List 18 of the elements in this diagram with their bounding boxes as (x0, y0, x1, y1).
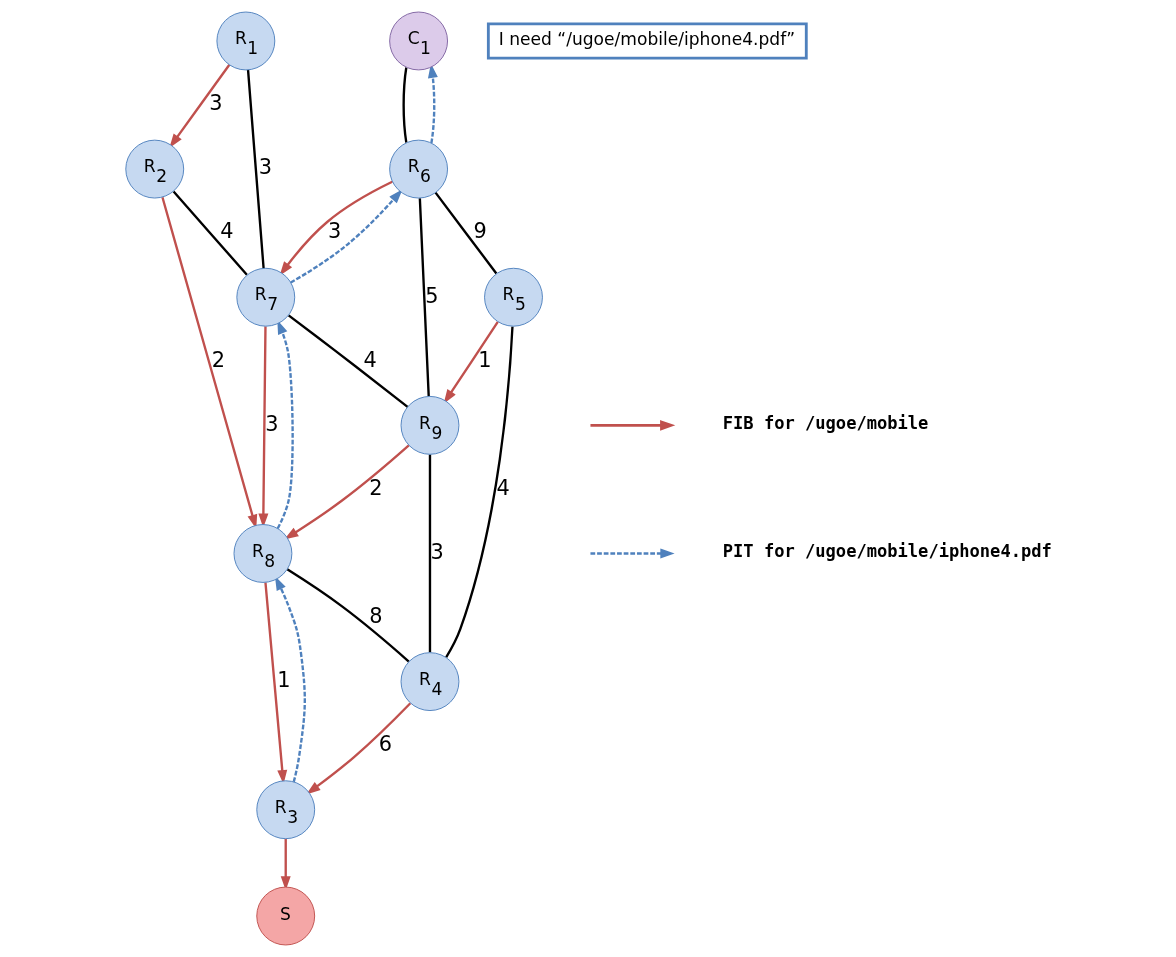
edge-label: 3 (258, 155, 272, 180)
edge-label: 2 (211, 347, 225, 372)
edge-label: 3 (430, 539, 444, 564)
edge-label: 9 (473, 219, 487, 244)
edge-label: 4 (220, 219, 234, 244)
edge-label: 3 (209, 91, 223, 116)
edge-label: 3 (265, 411, 279, 436)
edge-label: 1 (277, 667, 291, 692)
legend-label: FIB for /ugoe/mobile (722, 412, 929, 433)
edge-label: 6 (378, 731, 393, 756)
legend-label: PIT for /ugoe/mobile/iphone4.pdf (722, 540, 1052, 561)
edge-label: 2 (369, 475, 383, 500)
edge-label: 4 (363, 347, 377, 372)
edge-label: 4 (496, 475, 510, 500)
edge-label: 5 (425, 283, 439, 308)
edge-label: 1 (478, 347, 492, 372)
edge-label: 8 (369, 603, 383, 628)
edge-label: 3 (327, 219, 342, 244)
